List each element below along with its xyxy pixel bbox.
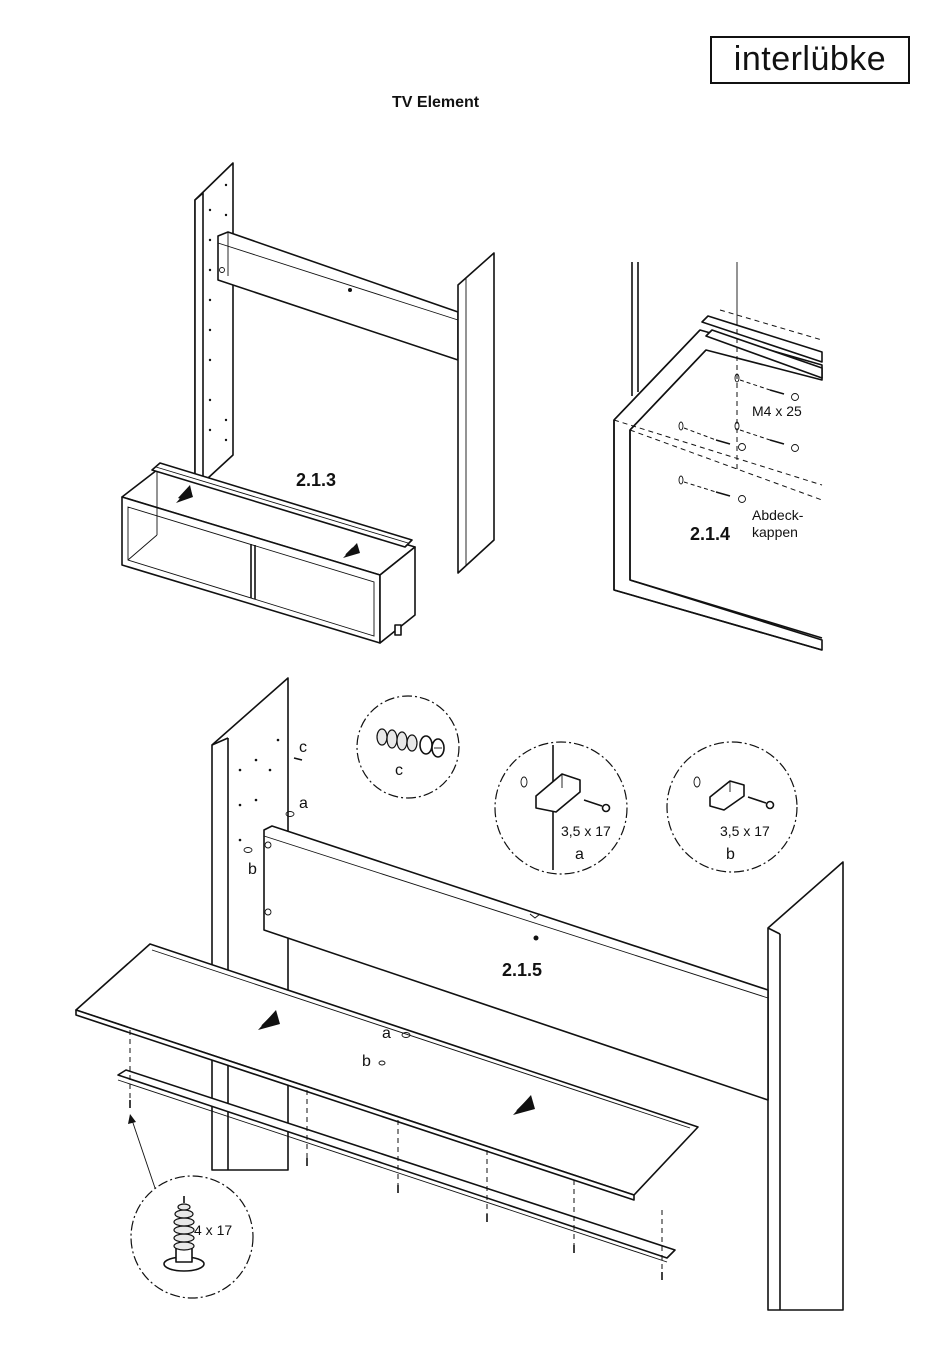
callout-c: c [299,739,307,756]
detail-screw-size: 4 x 17 [194,1222,232,1238]
cover-caps-label-line1: Abdeck- [752,507,804,523]
detail-screw: 4 x 17 [131,1176,253,1298]
detail-b-size: 3,5 x 17 [720,823,770,839]
screw-size-label: M4 x 25 [752,403,802,419]
step-213-illustration: 2.1.3 [122,163,494,643]
detail-c-label: c [395,762,403,779]
detail-a-letter: a [575,846,584,863]
detail-a: 3,5 x 17 a [495,742,627,874]
detail-a-size: 3,5 x 17 [561,823,611,839]
step-213-label: 2.1.3 [296,470,336,490]
cover-caps-label-line2: kappen [752,524,798,540]
screw-set-214 [679,374,799,503]
detail-b-letter: b [726,846,735,863]
step-215-label: 2.1.5 [502,960,542,980]
back-rail-panel [218,232,458,360]
detail-c: c [357,696,459,798]
step-214-label: 2.1.4 [690,524,730,544]
step-214-illustration: M4 x 25 Abdeck- kappen 2.1.4 [614,262,822,650]
right-side-panel [458,253,494,573]
detail-b: 3,5 x 17 b [667,742,797,872]
callout-b-side: b [248,861,257,878]
callout-b-mid: b [362,1053,371,1070]
callout-a-side: a [299,795,308,812]
cabinet-corner [614,330,822,650]
callout-a-mid: a [382,1025,391,1042]
